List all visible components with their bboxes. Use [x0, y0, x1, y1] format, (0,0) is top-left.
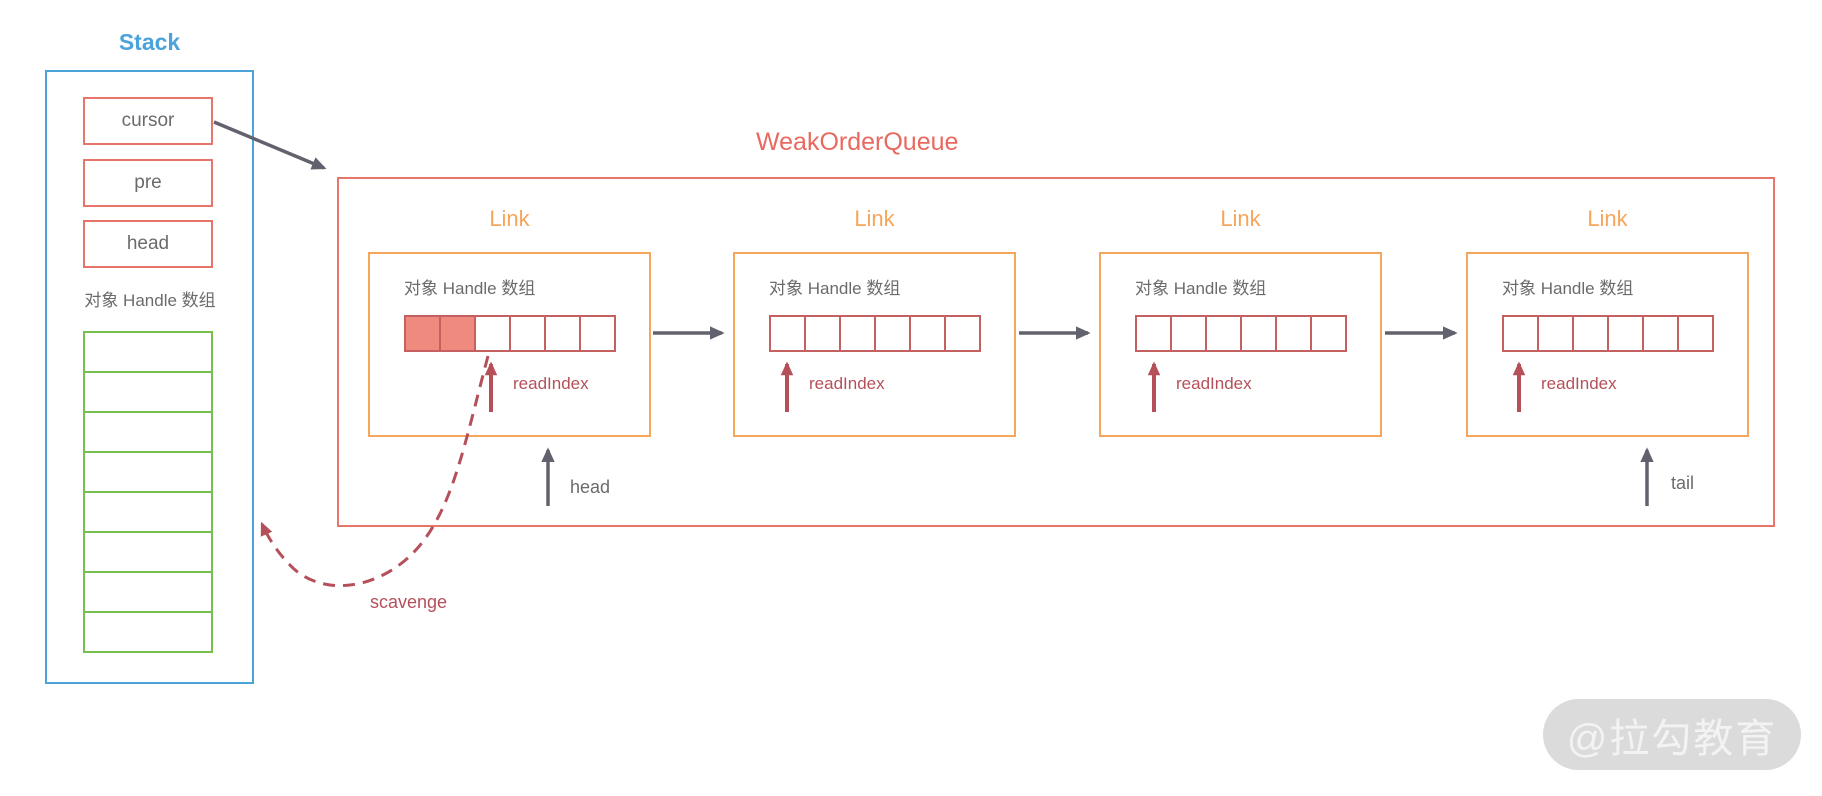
handle-cell-empty	[944, 315, 981, 352]
queue-tail-label: tail	[1671, 473, 1695, 493]
weak-order-queue-title: WeakOrderQueue	[756, 128, 959, 156]
link2-readindex-label: readIndex	[809, 374, 885, 393]
link3-readindex-label: readIndex	[1176, 374, 1252, 393]
handle-cell-empty	[1205, 315, 1242, 352]
stack-array-cell	[83, 571, 213, 613]
handle-cell-empty	[1170, 315, 1207, 352]
handle-cell-empty	[1310, 315, 1347, 352]
stack-array-cell	[83, 491, 213, 533]
link2-handle-array	[769, 315, 981, 352]
stack-field-pre-label: pre	[134, 172, 162, 193]
link4-array-label: 对象 Handle 数组	[1502, 279, 1634, 298]
link1-readindex-label: readIndex	[513, 374, 589, 393]
handle-cell-empty	[804, 315, 841, 352]
handle-cell-empty	[1677, 315, 1714, 352]
handle-cell-empty	[874, 315, 911, 352]
watermark-text: @拉勾教育	[1566, 716, 1778, 761]
handle-cell-empty	[769, 315, 806, 352]
stack-array-cell	[83, 331, 213, 373]
stack-array-cell	[83, 451, 213, 493]
stack-array-cell	[83, 411, 213, 453]
handle-cell-empty	[474, 315, 511, 352]
handle-cell-empty	[509, 315, 546, 352]
stack-array-cell	[83, 531, 213, 573]
link1-title: Link	[489, 206, 530, 231]
handle-cell-filled	[404, 315, 441, 352]
link2-box: 对象 Handle 数组	[733, 252, 1016, 437]
handle-cell-empty	[1572, 315, 1609, 352]
handle-cell-empty	[1607, 315, 1644, 352]
handle-cell-empty	[1275, 315, 1312, 352]
stack-array-cell	[83, 371, 213, 413]
stack-field-head: head	[83, 220, 213, 268]
link3-box: 对象 Handle 数组	[1099, 252, 1382, 437]
link4-readindex-label: readIndex	[1541, 374, 1617, 393]
stack-array-cell	[83, 611, 213, 653]
link3-title: Link	[1220, 206, 1261, 231]
link2-array-label: 对象 Handle 数组	[769, 279, 901, 298]
handle-cell-empty	[1642, 315, 1679, 352]
link4-box: 对象 Handle 数组	[1466, 252, 1749, 437]
link3-array-label: 对象 Handle 数组	[1135, 279, 1267, 298]
stack-array-label: 对象 Handle 数组	[84, 291, 216, 310]
watermark-badge: @拉勾教育	[1543, 699, 1801, 770]
handle-cell-empty	[909, 315, 946, 352]
handle-cell-empty	[544, 315, 581, 352]
link3-handle-array	[1135, 315, 1347, 352]
stack-field-cursor: cursor	[83, 97, 213, 145]
link4-handle-array	[1502, 315, 1714, 352]
link1-array-label: 对象 Handle 数组	[404, 279, 536, 298]
link1-box: 对象 Handle 数组	[368, 252, 651, 437]
handle-cell-empty	[1502, 315, 1539, 352]
link1-handle-array	[404, 315, 616, 352]
stack-handle-array	[83, 331, 213, 653]
handle-cell-empty	[579, 315, 616, 352]
stack-title: Stack	[118, 29, 181, 55]
stack-field-cursor-label: cursor	[121, 110, 175, 131]
stack-field-pre: pre	[83, 159, 213, 207]
handle-cell-empty	[1135, 315, 1172, 352]
handle-cell-filled	[439, 315, 476, 352]
handle-cell-empty	[1537, 315, 1574, 352]
link2-title: Link	[854, 206, 895, 231]
link4-title: Link	[1587, 206, 1628, 231]
handle-cell-empty	[1240, 315, 1277, 352]
queue-head-label: head	[570, 477, 611, 497]
handle-cell-empty	[839, 315, 876, 352]
scavenge-label: scavenge	[370, 592, 448, 612]
stack-field-head-label: head	[126, 233, 170, 254]
